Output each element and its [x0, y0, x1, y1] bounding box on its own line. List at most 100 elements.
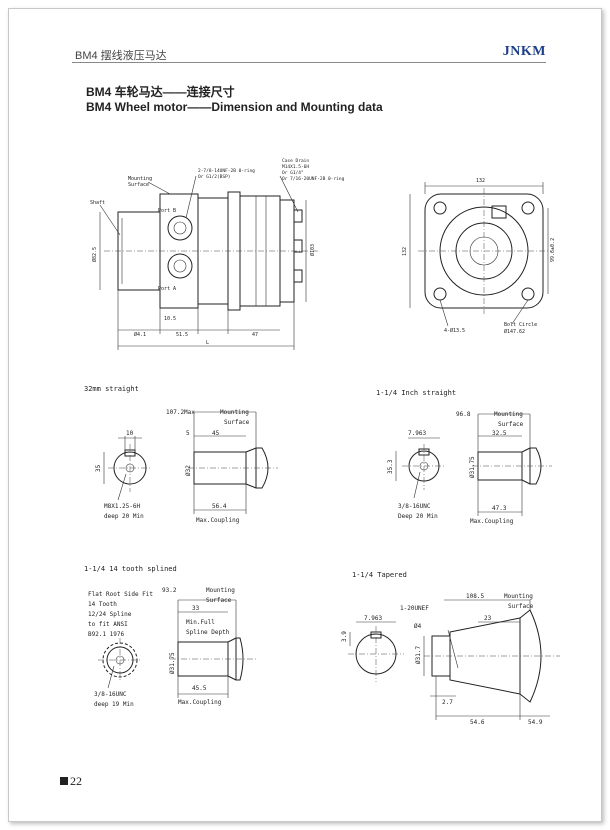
page-frame [8, 8, 602, 822]
port-a-circle [167, 253, 193, 279]
label-dim-4: 47 [252, 332, 258, 338]
label-thread: 3/8-16UNC [94, 691, 127, 698]
label-port-a: Port A [158, 286, 176, 292]
mount-hole [433, 201, 447, 215]
label-coupling: Max.Coupling [178, 699, 222, 706]
label-front-height: 132 [402, 247, 408, 256]
label-spline-min: Min.Full [186, 619, 215, 626]
label-dia-right: Ø103 [309, 244, 316, 256]
dim-33: 33 [192, 605, 200, 612]
page-number: 22 [60, 774, 82, 789]
dim-93: 93.2 [162, 587, 177, 594]
label-thread-deep: deep 20 Min [104, 513, 144, 520]
dim-45: 45 [212, 430, 220, 437]
label-mounting: Mounting [220, 409, 249, 416]
label-mounting: Mounting [206, 587, 235, 594]
label-dim-2: 10.5 [164, 316, 176, 322]
mount-hole [521, 287, 535, 301]
shaft-tapered: 1-1/4 Tapered 108.5 Mounting Surface 7.9… [341, 571, 560, 726]
page-number-text: 22 [70, 774, 82, 788]
dim-d32: Ø32 [185, 465, 192, 476]
label-dim-overall: L [206, 340, 209, 346]
port-b-circle [167, 215, 193, 241]
label-drain-unf: Or 7/16-20UNF-2B 0-ring [282, 176, 345, 182]
label-surface: Surface [224, 419, 250, 426]
label-dia-left: Ø82.5 [91, 247, 98, 262]
label-front-square: 99.6±0.2 [550, 238, 556, 262]
title-tapered: 1-1/4 Tapered [352, 571, 407, 579]
label-surface: Surface [498, 421, 524, 428]
dim-2-7: 2.7 [442, 699, 453, 706]
dim-d31-75: Ø31.75 [169, 652, 176, 674]
dim-32-5: 32.5 [492, 430, 507, 437]
dim-23: 23 [484, 615, 492, 622]
label-surface: Surface [128, 182, 149, 188]
title-32mm: 32mm straight [84, 385, 139, 393]
dim-d31-7: Ø31.7 [415, 646, 422, 664]
label-holes: 4-Ø13.5 [444, 327, 465, 334]
label-mounting: Mounting [128, 176, 152, 182]
page-marker-icon [60, 777, 68, 785]
mount-hole [521, 201, 535, 215]
label-dim-1: Ø4.1 [134, 331, 146, 338]
dim-10: 10 [126, 430, 134, 437]
dim-47-3: 47.3 [492, 505, 507, 512]
spec-line-1: Flat Root Side Fit [88, 591, 153, 598]
title-english: BM4 Wheel motor——Dimension and Mounting … [86, 100, 383, 114]
label-spline-depth: Spline Depth [186, 629, 230, 636]
dim-5: 5 [186, 430, 190, 437]
label-surface: Surface [508, 603, 534, 610]
shaft-114-straight: 1-1/4 Inch straight 96.8 Mounting Surfac… [376, 389, 552, 525]
spec-line-5: B92.1 1976 [88, 631, 125, 638]
label-drain-metric: M14X1.5-6H [282, 164, 309, 170]
front-view: 132 132 99.6±0.2 4-Ø13.5 Bolt Circle Ø14… [402, 178, 556, 335]
label-mounting: Mounting [494, 411, 523, 418]
label-bolt-circle: Bolt Circle [504, 322, 537, 328]
dim-56: 56.4 [212, 503, 227, 510]
dim-108: 108.5 [466, 593, 484, 600]
label-dim-3: 51.5 [176, 332, 188, 338]
label-mounting: Mounting [504, 593, 533, 600]
dim-35-3: 35.3 [387, 459, 394, 474]
label-coupling: Max.Coupling [196, 517, 240, 524]
mount-hole [433, 287, 447, 301]
dim-d31-75: Ø31.75 [469, 456, 476, 478]
dim-3-9: 3.9 [341, 631, 348, 642]
label-bolt-dia: Ø147.62 [504, 328, 525, 335]
header-title: BM4 摆线液压马达 [75, 50, 167, 62]
label-case-drain: Case Drain [282, 158, 309, 164]
label-thread: 3/8-16UNC [398, 503, 431, 510]
label-shaft: Shaft [90, 200, 105, 206]
title-chinese: BM4 车轮马达——连接尺寸 [86, 85, 235, 99]
dim-54-6: 54.6 [470, 719, 485, 726]
label-coupling: Max.Coupling [470, 518, 514, 525]
title-114-straight: 1-1/4 Inch straight [376, 389, 456, 397]
dim-54-9: 54.9 [528, 719, 543, 726]
shaft-32mm-straight: 32mm straight 107.2Max Mounting Surface … [84, 385, 278, 524]
label-port-bsp: Or G1/2(BSP) [198, 174, 231, 180]
motor-body [197, 197, 229, 305]
shaft-splined: 1-1/4 14 tooth splined Flat Root Side Fi… [84, 565, 256, 708]
label-port-thread: 2-7/8-14UNF-2B 0-ring [198, 168, 255, 174]
dim-96: 96.8 [456, 411, 471, 418]
spec-line-2: 14 Tooth [88, 601, 117, 608]
dim-45-5: 45.5 [192, 685, 207, 692]
header-divider [72, 62, 546, 63]
label-front-width: 132 [476, 178, 485, 184]
dim-107: 107.2Max [166, 409, 195, 416]
label-surface: Surface [206, 597, 232, 604]
spec-line-3: 12/24 Spline [88, 611, 132, 618]
title-splined: 1-1/4 14 tooth splined [84, 565, 177, 573]
label-thread: M8X1.25-6H [104, 503, 141, 510]
dim-d4: Ø4 [414, 623, 422, 630]
label-thread-deep: deep 19 Min [94, 701, 134, 708]
label-thread-deep: Deep 20 Min [398, 513, 438, 520]
dim-7963: 7.963 [364, 615, 382, 622]
dim-35: 35 [95, 464, 102, 472]
dim-7963: 7.963 [408, 430, 426, 437]
label-port-b: Port B [158, 208, 176, 214]
main-side-view: Shaft Mounting Surface Port B Port A 2-7… [90, 158, 345, 350]
spec-line-4: to fit ANSI [88, 621, 128, 628]
label-drain-g: Or G1/4" [282, 170, 304, 176]
